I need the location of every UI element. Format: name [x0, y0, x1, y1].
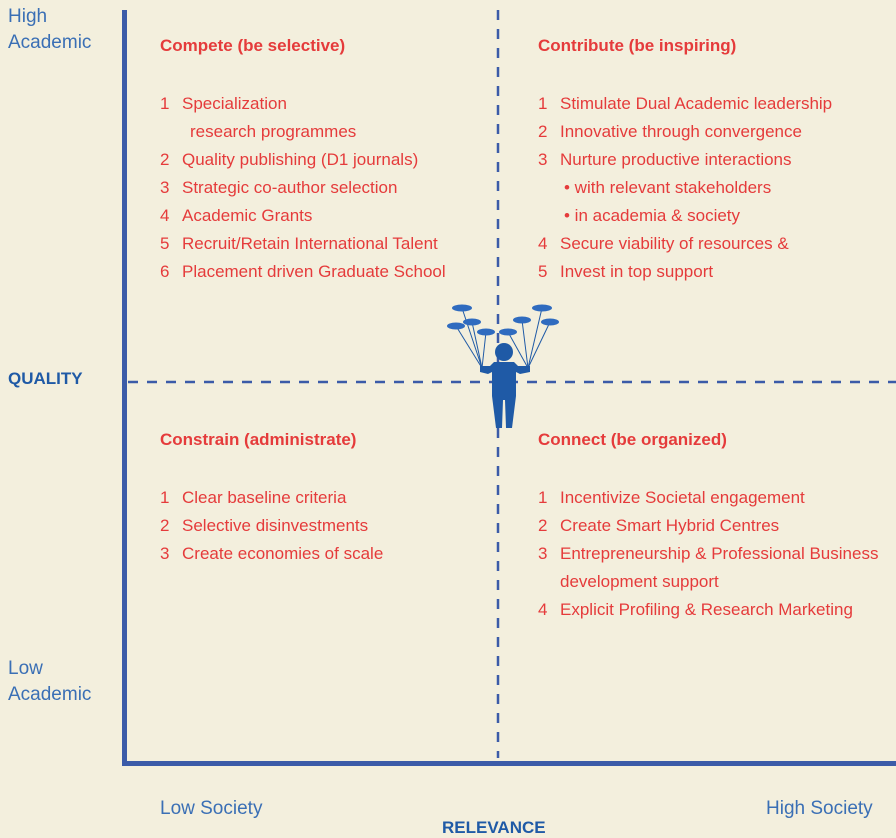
item-text: Create economies of scale [182, 544, 384, 563]
quadrant-compete: Compete (be selective) 1 Specialization re… [160, 36, 480, 286]
item-number: 1 [160, 94, 170, 113]
item-number: 2 [160, 150, 170, 169]
y-axis-high-line2: Academic [8, 32, 92, 53]
item-number: 3 [538, 150, 548, 169]
x-axis-line [122, 761, 896, 766]
quadrant-title: Constrain (administrate) [160, 430, 357, 449]
x-axis-low-label: Low Society [160, 798, 263, 819]
quadrant-contribute: Contribute (be inspiring) 1 Stimulate Dua… [538, 36, 888, 286]
item-text: Clear baseline criteria [182, 488, 347, 507]
item-number: 4 [538, 600, 548, 619]
item-number: 3 [160, 544, 170, 563]
quadrant-title: Compete (be selective) [160, 36, 346, 55]
quadrant-title: Connect (be organized) [538, 430, 727, 449]
list-item: 2 Innovative through convergence [538, 118, 888, 146]
item-text: Placement driven Graduate School [182, 262, 446, 281]
item-number: 2 [538, 516, 548, 535]
item-text: Nurture productive interactions [560, 150, 792, 169]
list-item: 1 Stimulate Dual Academic leadership [538, 90, 888, 118]
list-item: 4 Secure viability of resources & [538, 230, 888, 258]
x-axis-high-label: High Society [766, 798, 873, 819]
item-number: 4 [160, 206, 170, 225]
x-axis-title: RELEVANCE [442, 818, 546, 837]
list-item: 3 Entrepreneurship & Professional Busines… [538, 540, 894, 596]
item-text: Quality publishing (D1 journals) [182, 150, 419, 169]
list-item: 4 Academic Grants [160, 202, 480, 230]
list-item: 3 Nurture productive interactions • with r… [538, 146, 888, 230]
item-number: 2 [538, 122, 548, 141]
item-text: Secure viability of resources & [560, 234, 789, 253]
item-text: Create Smart Hybrid Centres [560, 516, 780, 535]
item-text: Invest in top support [560, 262, 714, 281]
item-text-continued: development support [560, 572, 719, 591]
list-item: 1 Specialization research programmes [160, 90, 480, 146]
item-number: 4 [538, 234, 548, 253]
item-number: 1 [160, 488, 170, 507]
list-item: 6 Placement driven Graduate School [160, 258, 480, 286]
item-text: Entrepreneurship & Professional Business [560, 544, 879, 563]
item-bullet: • in academia & society [564, 206, 741, 225]
item-number: 6 [160, 262, 170, 281]
quadrant-constrain: Constrain (administrate) 1 Clear baseline… [160, 430, 480, 568]
y-axis-high-line1: High [8, 6, 48, 27]
list-item: 3 Create economies of scale [160, 540, 480, 568]
y-axis-low-line1: Low [8, 658, 43, 679]
list-item: 1 Incentivize Societal engagement [538, 484, 894, 512]
list-item: 2 Quality publishing (D1 journals) [160, 146, 480, 174]
juggler-figure-icon [447, 304, 559, 428]
item-number: 5 [538, 262, 548, 281]
item-bullet: • with relevant stakeholders [564, 178, 772, 197]
list-item: 4 Explicit Profiling & Research Marketing [538, 596, 894, 624]
item-text: Recruit/Retain International Talent [182, 234, 438, 253]
y-axis-title: QUALITY [8, 369, 83, 388]
item-text: Selective disinvestments [182, 516, 369, 535]
quadrant-connect: Connect (be organized) 1 Incentivize Soci… [538, 430, 894, 624]
item-text: Academic Grants [182, 206, 313, 225]
item-text: Strategic co-author selection [182, 178, 398, 197]
list-item: 2 Selective disinvestments [160, 512, 480, 540]
y-axis-line [122, 10, 127, 766]
y-axis-low-line2: Academic [8, 684, 92, 705]
item-text: Explicit Profiling & Research Marketing [560, 600, 853, 619]
list-item: 5 Recruit/Retain International Talent [160, 230, 480, 258]
item-number: 5 [160, 234, 170, 253]
list-item: 3 Strategic co-author selection [160, 174, 480, 202]
item-number: 2 [160, 516, 170, 535]
item-number: 3 [160, 178, 170, 197]
list-item: 1 Clear baseline criteria [160, 484, 480, 512]
quadrant-title: Contribute (be inspiring) [538, 36, 737, 55]
y-axis-high-label: High Academic [8, 4, 91, 56]
list-item: 2 Create Smart Hybrid Centres [538, 512, 894, 540]
item-text: Specialization [182, 94, 287, 113]
item-text: Stimulate Dual Academic leadership [560, 94, 833, 113]
item-text: Incentivize Societal engagement [560, 488, 805, 507]
item-number: 3 [538, 544, 548, 563]
item-number: 1 [538, 488, 548, 507]
list-item: 5 Invest in top support [538, 258, 888, 286]
item-text-continued: research programmes [190, 122, 357, 141]
y-axis-low-label: Low Academic [8, 656, 91, 708]
item-text: Innovative through convergence [560, 122, 802, 141]
item-number: 1 [538, 94, 548, 113]
